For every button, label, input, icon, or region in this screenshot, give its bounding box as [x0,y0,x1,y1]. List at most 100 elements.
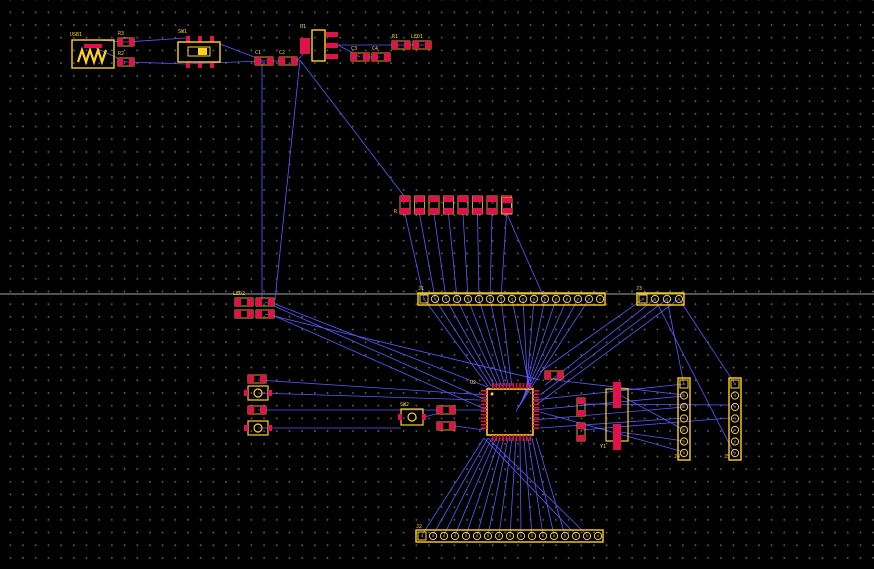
microcontroller[interactable] [481,383,539,441]
ratsnest-line [264,313,541,381]
left-parts-column[interactable] [244,374,272,436]
ratsnest-line [619,431,685,442]
resistor-r3[interactable]: R3 [117,31,135,47]
header-pin [540,294,550,304]
ratsnest-line [477,213,480,299]
ratsnest-line [523,298,546,400]
array-pad [400,196,410,202]
ratsnest-line [487,437,588,536]
led-mid[interactable]: LED2 [233,291,275,319]
header-pin [452,294,462,304]
resistor-r1[interactable]: R1 [391,34,411,50]
ratsnest-line [419,213,436,299]
ratsnest-line [523,437,533,536]
c2-ref: C2 [279,50,285,56]
pin-header-j5[interactable] [728,377,742,461]
array-pad [400,208,410,214]
header-pin [674,294,684,304]
array-pad [458,208,468,214]
resistor-r2[interactable]: R2 [117,51,135,67]
header-pin [450,531,460,541]
header-pin [582,531,592,541]
capacitor-c3[interactable]: C3 [350,46,370,62]
mcu-decoupling-caps[interactable] [436,405,456,431]
ratsnest-line [519,298,568,406]
header-pin [527,531,537,541]
ratsnest-line [619,394,685,431]
usb-connector[interactable]: USB1 [70,32,115,69]
j4-ref: J4 [674,454,680,460]
header-pin [679,379,689,389]
capacitor-c4[interactable]: C4 [371,46,391,62]
capacitor-c1[interactable]: C1 [254,50,274,66]
r3-ref: R3 [118,31,124,37]
resistor-array[interactable] [399,195,513,215]
ratsnest-line [264,301,487,401]
sw2-ref: SW2 [400,402,409,408]
header-pin [679,425,689,435]
ratsnest-line [539,417,685,429]
ratsnest-line [532,395,685,411]
header-pin [549,531,559,541]
sw1-ref: SW1 [178,29,187,35]
crystal[interactable]: Y1 [600,382,629,450]
header-pin [441,294,451,304]
ratsnest-line [498,437,513,536]
ratsnest-line [467,298,502,387]
header-pin [463,294,473,304]
ratsnest-line [483,437,577,536]
mcu-right-parts[interactable] [544,370,586,442]
header-pin [679,448,689,458]
led-top[interactable]: LED1 [411,34,432,50]
ratsnest-line [500,298,513,387]
ratsnest-line [448,213,458,299]
header-pin [560,531,570,541]
ratsnest-line [509,437,517,536]
voltage-regulator[interactable]: U1 [300,24,338,62]
pin-header-j1[interactable] [417,292,606,306]
array-pad [414,208,425,214]
capacitor-c2[interactable]: C2 [278,50,298,66]
header-pin [516,531,526,541]
ratsnest-line [462,213,469,299]
header-pin [439,531,449,541]
ratsnest-line [299,59,405,197]
slide-switch[interactable]: SW1 [177,29,221,68]
pin-header-j3[interactable] [636,292,685,306]
header-pin [573,294,583,304]
ratsnest-line [125,61,187,65]
ratsnest-line [532,406,685,421]
ratsnest-line [456,298,499,387]
j1-ref: J1 [418,286,424,292]
header-pin [417,531,427,541]
ratsnest-line [525,298,535,397]
header-pin [730,379,740,389]
header-pin [419,294,429,304]
header-pin [562,294,572,304]
header-pin [679,391,689,400]
ratsnest-line [521,298,557,403]
array-pad [487,208,497,214]
header-pin [461,531,471,541]
pin-header-j4[interactable] [677,377,691,461]
header-pin [638,294,648,304]
ratsnest-line [274,59,301,301]
c4-ref: C4 [372,46,378,52]
ratsnest-line [454,425,485,431]
j3-ref: J3 [636,286,642,292]
ratsnest-line [423,298,489,387]
led2-ref: LED2 [233,291,245,297]
ratsnest-line [517,298,579,409]
push-button[interactable]: SW2 [398,402,426,426]
header-pin [529,294,539,304]
led1-ref: LED1 [411,34,423,40]
ratsnest-line [257,379,487,396]
ratsnest-line [500,213,507,299]
header-outline [677,377,691,461]
array-pad [429,196,439,202]
pin-header-j2[interactable] [415,529,604,543]
array-pad [443,196,454,202]
header-pin [538,531,548,541]
